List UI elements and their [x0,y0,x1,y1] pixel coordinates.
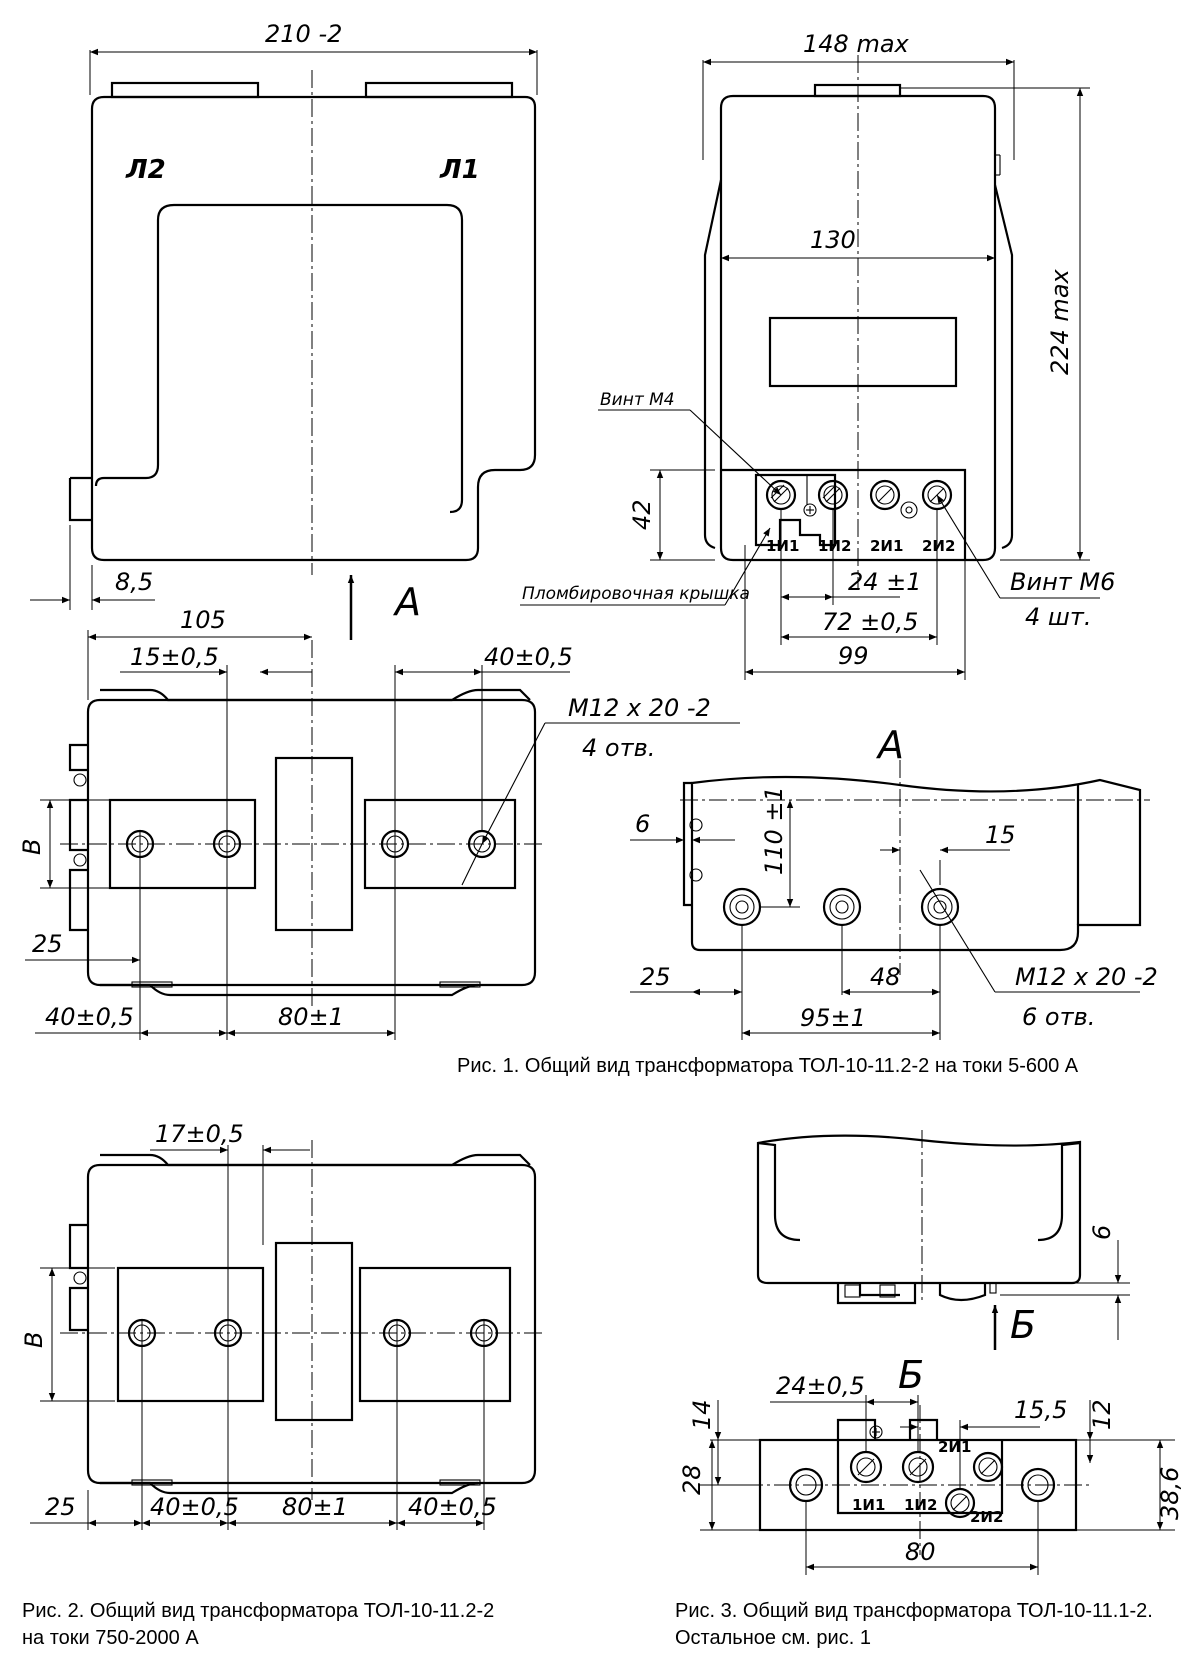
fig1-view-a-dim-110: 110 ±1 [760,786,788,875]
fig1-screw-m6-qty: 4 шт. [1025,603,1091,631]
fig2-caption-line1: Рис. 2. Общий вид трансформатора ТОЛ-10-… [22,1600,495,1622]
fig1-seal-cover-label: Пломбировочная крышка [522,584,750,604]
fig1-top-dim-15: 15±0,5 [130,643,219,671]
fig3-view-b: Б 1И1 1И2 2И1 2И2 24±0,5 15,5 [678,1353,1184,1575]
fig1-view-a-title: А [875,723,904,767]
fig1-view-a-dim-15: 15 [985,821,1016,849]
fig3-caption-line2: Остальное см. рис. 1 [675,1627,871,1649]
fig1-top-view: 105 15±0,5 40±0,5 М12 х 20 -2 4 отв. В 2… [18,606,740,1040]
fig1-view-a-hole-spec: М12 х 20 -2 [1015,963,1158,991]
fig3-dim-12: 12 [1088,1399,1116,1430]
fig1-side-view: 1И1 1И2 2И1 2И2 148 max 130 224 max 42 В… [520,30,1115,680]
fig1-side-dim-72: 72 ±0,5 [822,608,918,636]
fig1-front-label-l1: Л1 [439,155,480,185]
fig1-top-dim-80: 80±1 [278,1003,344,1031]
fig1-side-dim-24: 24 ±1 [848,568,922,596]
fig1-screw-m4-label: Винт М4 [600,390,675,410]
fig1-view-a-dim-6: 6 [635,810,650,838]
fig1-view-a-dim-95: 95±1 [800,1004,866,1032]
fig2-dim-40-left: 40±0,5 [150,1493,239,1521]
fig1-view-a-hole-count: 6 отв. [1022,1003,1095,1031]
fig2-dim-17: 17±0,5 [155,1120,244,1148]
fig1-side-terminal-2i2: 2И2 [922,537,955,555]
fig1-front-label-l2: Л2 [125,155,166,185]
fig1-top-dim-40-bottom: 40±0,5 [45,1003,134,1031]
fig1-front-offset-dim: 8,5 [115,568,153,596]
fig3-terminal-1i1: 1И1 [852,1496,885,1514]
fig3-dim-14: 14 [688,1399,716,1430]
fig1-top-dim-25: 25 [32,930,63,958]
fig1-view-a-dim-25: 25 [640,963,671,991]
fig1-side-terminal-2i1: 2И1 [870,537,903,555]
fig2-dim-80: 80±1 [282,1493,348,1521]
fig2-dim-b: В [20,1332,48,1348]
fig1-side-terminal-1i1: 1И1 [766,537,799,555]
fig1-side-height-dim: 224 max [1046,268,1074,375]
fig1-front-width-dim: 210 -2 [265,20,342,48]
fig3-dim-24: 24±0,5 [776,1372,865,1400]
fig1-top-dim-b: В [18,839,46,855]
fig3-dim-6: 6 [1088,1225,1116,1240]
fig1-side-block-dim: 42 [628,499,656,530]
fig1-side-width-dim: 148 max [803,30,910,58]
fig1-side-terminal-1i2: 1И2 [818,537,851,555]
fig3-terminal-2i2: 2И2 [970,1508,1003,1526]
fig1-caption: Рис. 1. Общий вид трансформатора ТОЛ-10-… [457,1055,1079,1077]
fig1-side-inner-dim: 130 [810,226,856,254]
fig1-top-dim-40-top: 40±0,5 [484,643,573,671]
fig2-top-view: 17±0,5 В 25 40±0,5 80±1 40±0,5 [20,1120,545,1530]
fig2-dim-40-right: 40±0,5 [408,1493,497,1521]
fig3-terminal-1i2: 1И2 [904,1496,937,1514]
fig3-dim-28: 28 [678,1464,706,1495]
fig1-view-arrow-a: А [392,580,421,624]
fig3-caption-line1: Рис. 3. Общий вид трансформатора ТОЛ-10-… [675,1600,1153,1622]
fig1-screw-m6-label: Винт М6 [1010,568,1115,596]
fig1-top-dim-105: 105 [180,606,226,634]
fig1-front-view: Л2 Л1 210 -2 8,5 А [30,20,538,640]
fig3-side-view: 6 Б [756,1130,1130,1350]
fig1-side-dim-99: 99 [838,642,869,670]
fig1-view-a-dim-48: 48 [870,963,901,991]
fig1-top-hole-count: 4 отв. [582,734,655,762]
fig3-dim-15-5: 15,5 [1014,1396,1067,1424]
fig2-caption-line2: на токи 750-2000 А [22,1627,199,1649]
fig3-dim-80: 80 [905,1538,936,1566]
fig1-view-a-holes [722,887,960,927]
fig3-terminal-2i1: 2И1 [938,1438,971,1456]
fig3-view-b-title: Б [898,1353,924,1397]
fig1-view-a: А 6 110 ±1 15 М12 х 20 -2 6 отв. [630,723,1158,1040]
fig1-top-hole-spec: М12 х 20 -2 [568,694,711,722]
fig3-view-arrow-b: Б [1010,1303,1036,1347]
fig3-dim-38-6: 38,6 [1156,1467,1184,1520]
fig2-dim-25: 25 [45,1493,76,1521]
